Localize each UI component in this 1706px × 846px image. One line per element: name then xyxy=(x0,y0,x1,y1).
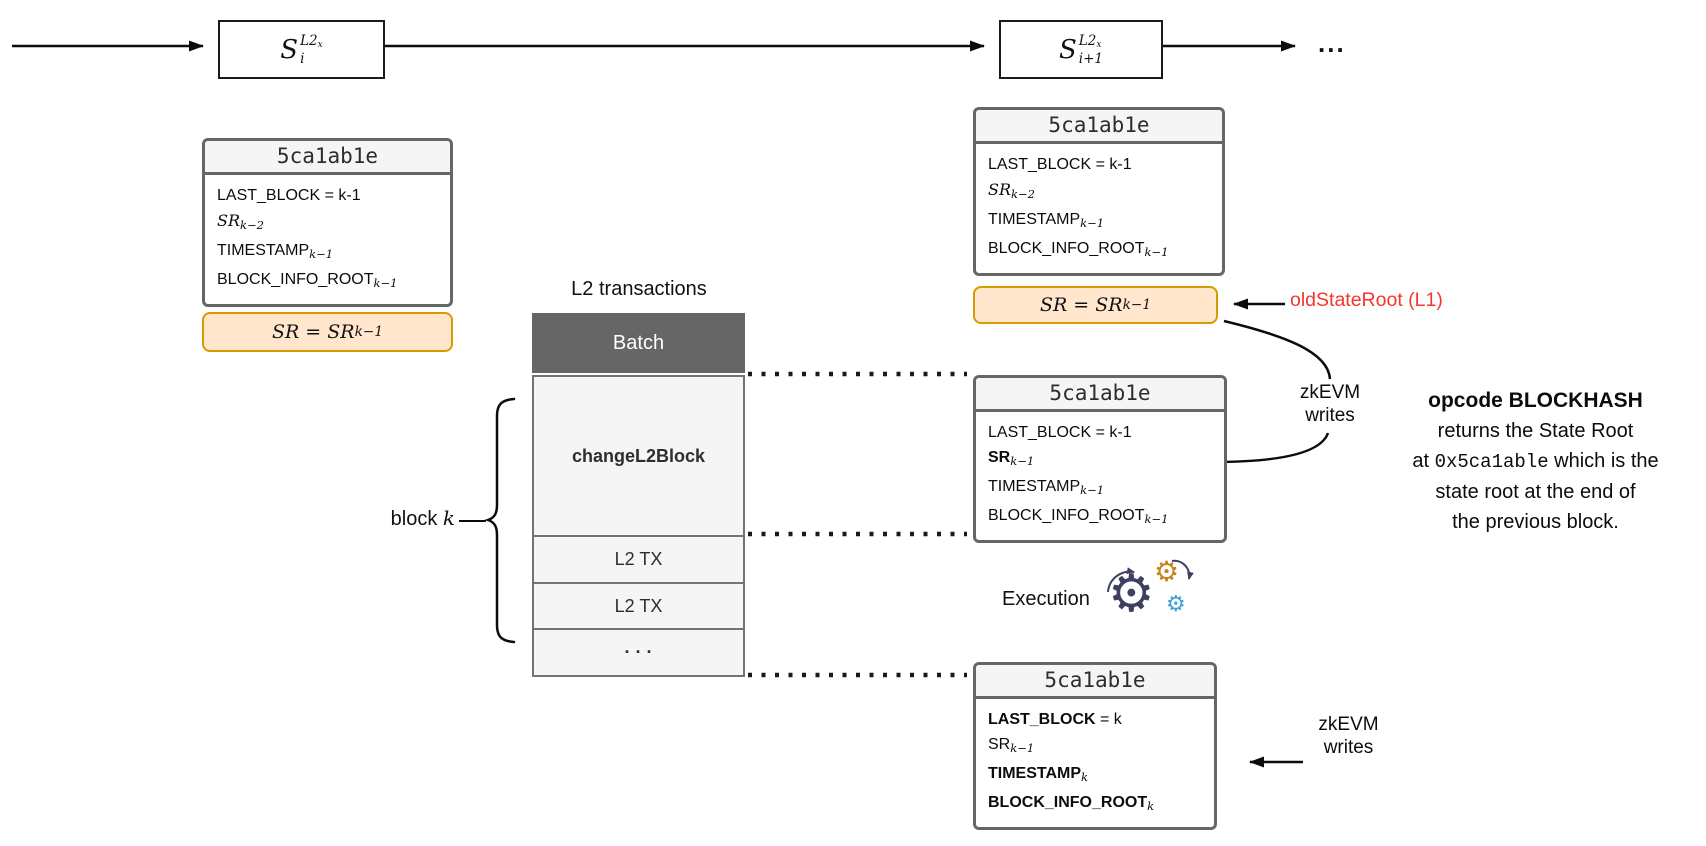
state-subscript: i+1 xyxy=(1078,50,1104,67)
state-box-si1: S L2x i+1 xyxy=(999,20,1163,79)
field-last-block: LAST_BLOCK = k-1 xyxy=(988,424,1132,441)
note-line-3: at 0x5ca1able which is the xyxy=(1412,450,1659,473)
account-address-header: 5ca1ab1e xyxy=(205,141,450,175)
batch-table: Batch changeL2Block L2 TX L2 TX · · · xyxy=(532,313,745,677)
state-supsub: L2x i xyxy=(300,34,323,66)
field-block-info-root: BLOCK_INFO_ROOTk−1 xyxy=(217,271,398,291)
zkevm-writes-curve-upper xyxy=(1223,319,1332,380)
batch-row-ellipsis: · · · xyxy=(534,630,743,675)
batch-header: Batch xyxy=(532,313,745,373)
zkevm-writes-label-top: zkEVM writes xyxy=(1286,381,1374,427)
l2-transactions-label: L2 transactions xyxy=(571,278,707,300)
account-fields: LAST_BLOCK = k-1 SRk−2 TIMESTAMPk−1 BLOC… xyxy=(976,144,1222,273)
note-line-5: the previous block. xyxy=(1452,511,1619,533)
state-subscript: i xyxy=(300,50,305,67)
state-superscript: L2x xyxy=(1078,32,1102,50)
field-timestamp: TIMESTAMPk−1 xyxy=(988,478,1105,498)
opcode-blockhash-note: opcode BLOCKHASH returns the State Root … xyxy=(1368,386,1703,537)
note-line-1: opcode BLOCKHASH xyxy=(1428,389,1643,412)
field-state-root: SRk−1 xyxy=(988,736,1035,756)
zkevm-writes-line2: writes xyxy=(1305,405,1355,426)
state-supsub: L2x i+1 xyxy=(1079,34,1103,66)
batch-rows: changeL2Block L2 TX L2 TX · · · xyxy=(532,375,745,677)
field-timestamp: TIMESTAMPk xyxy=(988,765,1089,785)
field-block-info-root: BLOCK_INFO_ROOTk−1 xyxy=(988,240,1169,260)
field-timestamp: TIMESTAMPk−1 xyxy=(217,242,334,262)
zkevm-writes-line1: zkEVM xyxy=(1299,382,1361,403)
account-address-header: 5ca1ab1e xyxy=(976,110,1222,144)
state-base: S xyxy=(280,34,299,65)
state-base: S xyxy=(1058,34,1077,65)
note-line-4: state root at the end of xyxy=(1435,481,1636,503)
gear-orange-icon: ⚙ xyxy=(1154,555,1180,588)
account-fields: LAST_BLOCK = k-1 SRk−2 TIMESTAMPk−1 BLOC… xyxy=(205,175,450,304)
field-state-root: SRk−1 xyxy=(988,449,1035,469)
field-block-info-root: BLOCK_INFO_ROOTk−1 xyxy=(988,507,1169,527)
field-last-block: LAST_BLOCK = k-1 xyxy=(217,187,361,204)
zkevm-writes-label-bottom: zkEVM writes xyxy=(1306,713,1391,759)
execution-label: Execution xyxy=(1002,588,1090,610)
execution-gears-icon: ⚙ ⚙ ⚙ xyxy=(1108,558,1198,636)
field-last-block: LAST_BLOCK = k xyxy=(988,711,1122,728)
field-last-block: LAST_BLOCK = k-1 xyxy=(988,156,1132,173)
zkevm-writes-line2: writes xyxy=(1323,737,1374,758)
zkevm-writes-line1: zkEVM xyxy=(1318,714,1379,735)
gear-large-icon: ⚙ xyxy=(1108,564,1155,624)
field-state-root: SRk−2 xyxy=(217,211,264,233)
state-account-box-middle-right: 5ca1ab1e LAST_BLOCK = k-1 SRk−1 TIMESTAM… xyxy=(973,375,1227,543)
batch-row-changel2block: changeL2Block xyxy=(534,377,743,537)
block-brace xyxy=(484,397,516,644)
state-box-si: S L2x i xyxy=(218,20,385,79)
field-state-root: SRk−2 xyxy=(988,180,1035,202)
account-address-header: 5ca1ab1e xyxy=(976,665,1214,699)
state-account-box-top-right: 5ca1ab1e LAST_BLOCK = k-1 SRk−2 TIMESTAM… xyxy=(973,107,1225,276)
state-superscript: L2x xyxy=(300,32,323,50)
note-line-2: returns the State Root xyxy=(1437,420,1634,442)
state-account-box-bottom-right: 5ca1ab1e LAST_BLOCK = k SRk−1 TIMESTAMPk… xyxy=(973,662,1217,830)
gear-blue-icon: ⚙ xyxy=(1166,592,1186,617)
state-label-si: S L2x i xyxy=(280,34,322,66)
state-account-box-left: 5ca1ab1e LAST_BLOCK = k-1 SRk−2 TIMESTAM… xyxy=(202,138,453,307)
account-fields: LAST_BLOCK = k-1 SRk−1 TIMESTAMPk−1 BLOC… xyxy=(976,412,1224,540)
field-timestamp: TIMESTAMPk−1 xyxy=(988,211,1105,231)
flow-continues-ellipsis: ... xyxy=(1318,28,1346,58)
state-label-si1: S L2x i+1 xyxy=(1059,34,1103,66)
batch-row-l2tx-1: L2 TX xyxy=(534,537,743,584)
batch-row-l2tx-2: L2 TX xyxy=(534,584,743,630)
block-k-label: block k xyxy=(390,506,455,530)
account-fields: LAST_BLOCK = k SRk−1 TIMESTAMPk BLOCK_IN… xyxy=(976,699,1214,827)
account-address-header: 5ca1ab1e xyxy=(976,378,1224,412)
old-state-root-label: oldStateRoot (L1) xyxy=(1290,289,1443,311)
field-block-info-root: BLOCK_INFO_ROOTk xyxy=(988,794,1155,814)
